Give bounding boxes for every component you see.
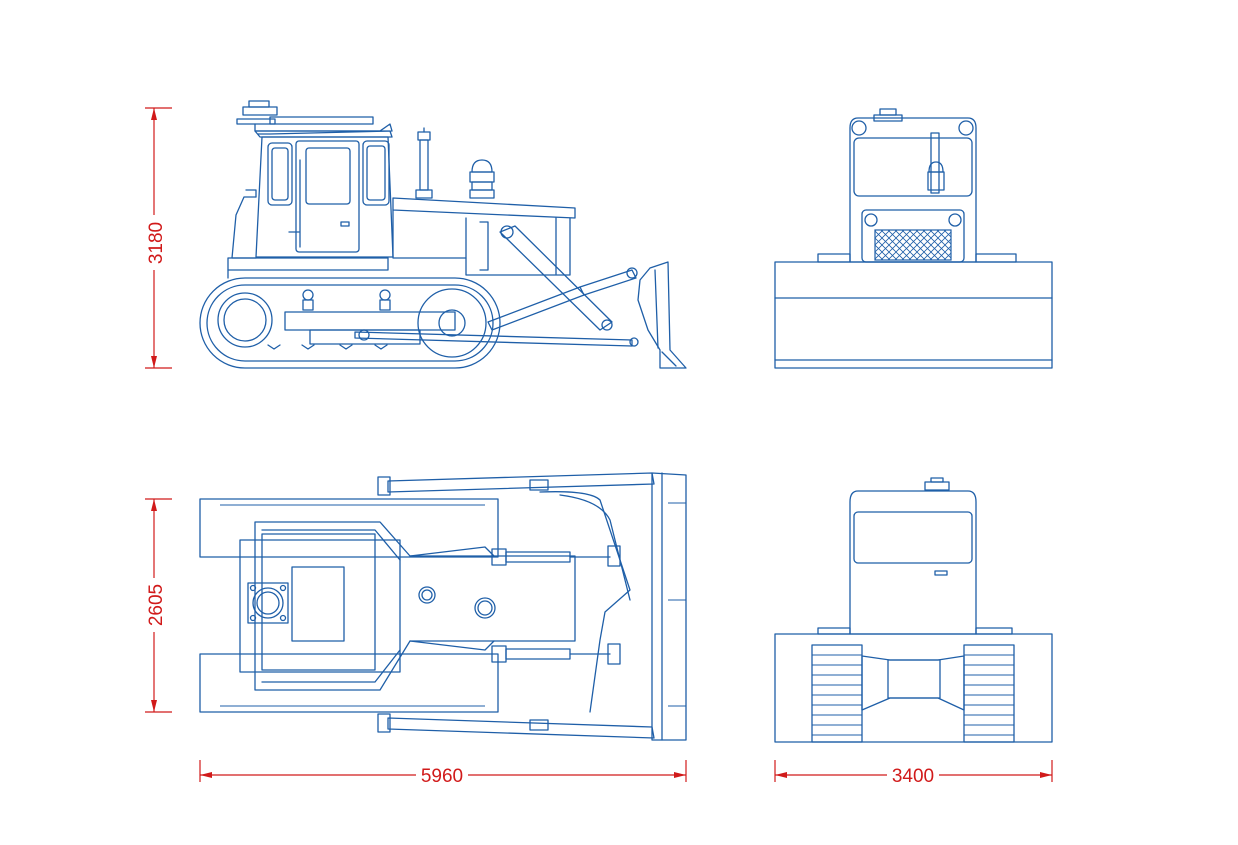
length-dimension-label: 5960 bbox=[421, 766, 463, 787]
rear-view bbox=[774, 477, 1053, 743]
track-width-dimension-label: 3400 bbox=[892, 766, 934, 787]
width-dimension-label: 2605 bbox=[146, 584, 167, 626]
dimension-width: 2605 bbox=[145, 498, 172, 713]
dimension-length: 5960 bbox=[199, 760, 687, 787]
side-blade bbox=[637, 261, 687, 369]
height-dimension-label: 3180 bbox=[146, 222, 167, 264]
cab bbox=[255, 136, 394, 258]
blade-push-arm bbox=[354, 225, 639, 347]
top-view bbox=[199, 472, 687, 741]
side-track bbox=[199, 277, 501, 369]
cab-roof bbox=[236, 100, 393, 138]
rear-body bbox=[227, 189, 389, 279]
dimension-height: 3180 bbox=[145, 107, 172, 369]
precleaner-dome bbox=[469, 159, 495, 199]
exhaust-stack bbox=[415, 127, 433, 199]
engine-hood bbox=[392, 197, 576, 276]
side-view bbox=[199, 100, 687, 369]
front-view bbox=[774, 108, 1053, 369]
dimension-track-width: 3400 bbox=[774, 760, 1053, 787]
